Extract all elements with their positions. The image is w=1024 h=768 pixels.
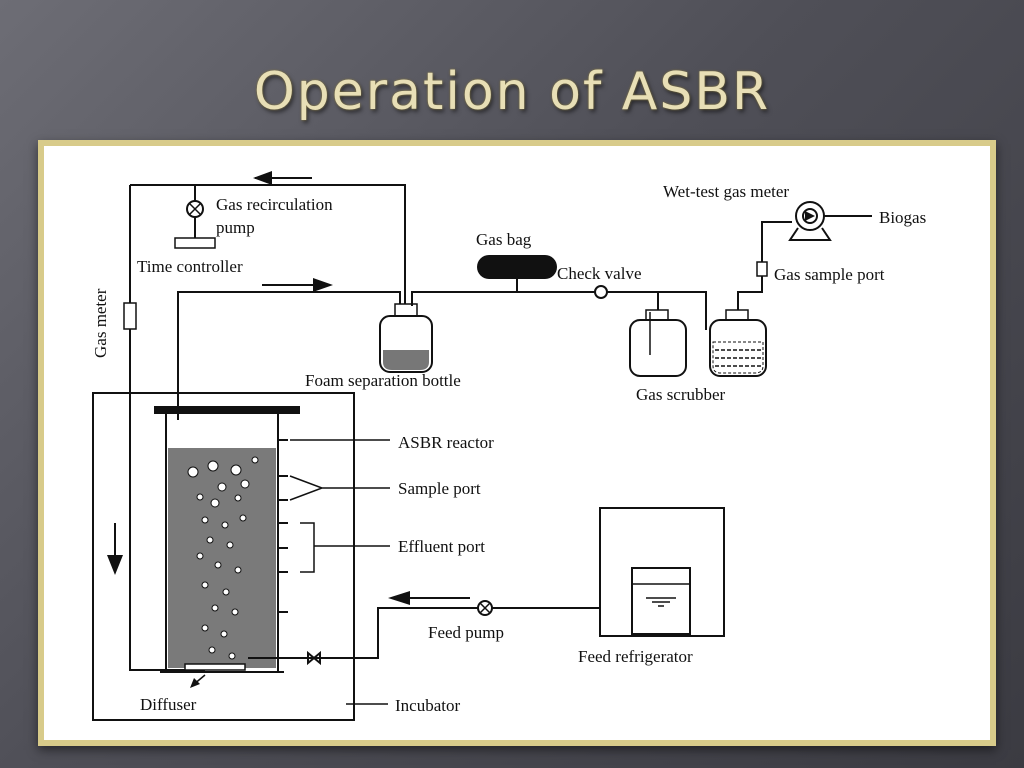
time-controller-icon	[174, 237, 216, 249]
scrubber-2-media	[712, 341, 764, 374]
diffuser-icon	[184, 663, 246, 671]
feed-pump-cross	[479, 602, 491, 614]
feed-refrigerator-label: Feed refrigerator	[578, 647, 693, 666]
main-gas-line	[411, 291, 707, 330]
gas-scrubber-label: Gas scrubber	[636, 385, 726, 404]
flow-arrow-right-icon	[313, 278, 333, 292]
feed-tank-icon	[631, 567, 691, 635]
reactor-ports	[278, 439, 288, 613]
effluent-port-label: Effluent port	[398, 537, 485, 556]
feed-pump-label: Feed pump	[428, 623, 504, 642]
diffuser-label: Diffuser	[140, 695, 197, 714]
meter-base	[788, 227, 832, 241]
check-valve-icon	[594, 285, 608, 299]
feed-flow-arrow-icon	[388, 591, 410, 605]
scrubber-2-media-lines	[715, 349, 761, 367]
reactor-to-foam-line	[177, 291, 401, 420]
gas-bag-icon	[477, 255, 557, 279]
recirc-flow-arrow-icon	[253, 171, 272, 185]
recirculation-line	[130, 184, 406, 306]
biogas-label: Biogas	[879, 208, 926, 227]
gas-scrubber-1-icon	[629, 319, 687, 377]
gas-bag-label: Gas bag	[476, 230, 532, 249]
pump-cross	[188, 202, 202, 216]
incubator-label: Incubator	[395, 696, 460, 715]
gas-return-line	[129, 185, 205, 671]
feed-valve-icon	[307, 650, 321, 666]
gas-meter-label: Gas meter	[91, 288, 110, 358]
slide-title: Operation of ASBR	[253, 62, 771, 122]
gas-sample-port-label: Gas sample port	[774, 265, 885, 284]
gas-bubbles	[187, 456, 259, 660]
foam-bottle-liquid	[383, 350, 429, 370]
gas-recirculation-pump-label-1: Gas recirculation	[216, 195, 333, 214]
incubator-arrow-icon	[107, 555, 123, 575]
sample-port-leader	[289, 475, 390, 501]
feed-line	[248, 607, 600, 659]
reactor-lid	[154, 406, 300, 414]
effluent-port-leader	[300, 522, 390, 573]
diffuser-arrow-icon	[190, 678, 200, 688]
time-controller-label: Time controller	[137, 257, 243, 276]
meter-needle	[805, 211, 815, 221]
check-valve-label: Check valve	[557, 264, 642, 283]
biogas-outlet-line	[737, 221, 792, 310]
gas-recirculation-pump-label-2: pump	[216, 218, 255, 237]
incubator-box	[92, 392, 355, 721]
sample-port-label: Sample port	[398, 479, 481, 498]
asbr-reactor-label: ASBR reactor	[398, 433, 494, 452]
foam-separation-bottle-label: Foam separation bottle	[305, 371, 461, 390]
gas-sample-port-icon	[756, 261, 768, 277]
feed-level-marker	[646, 597, 676, 607]
gas-meter-icon	[123, 302, 137, 330]
wet-test-gas-meter-label: Wet-test gas meter	[663, 182, 789, 201]
